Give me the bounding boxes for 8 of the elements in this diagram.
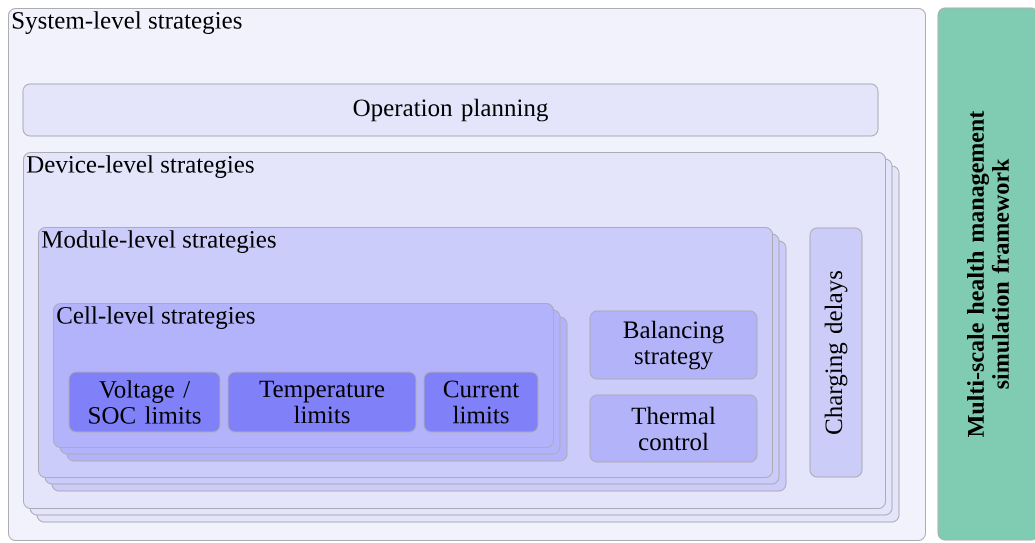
process-box: Operation planning: [22, 83, 879, 137]
process-box: Voltage / SOC limits: [68, 371, 221, 433]
process-box: Charging delays: [809, 227, 863, 478]
process-box: Thermal control: [589, 394, 758, 463]
process-box: Temperature limits: [227, 371, 417, 433]
process-box: Current limits: [423, 371, 539, 433]
side-banner: Multi-scale health management simulation framework: [937, 7, 1035, 541]
process-box: Balancing strategy: [589, 310, 758, 380]
